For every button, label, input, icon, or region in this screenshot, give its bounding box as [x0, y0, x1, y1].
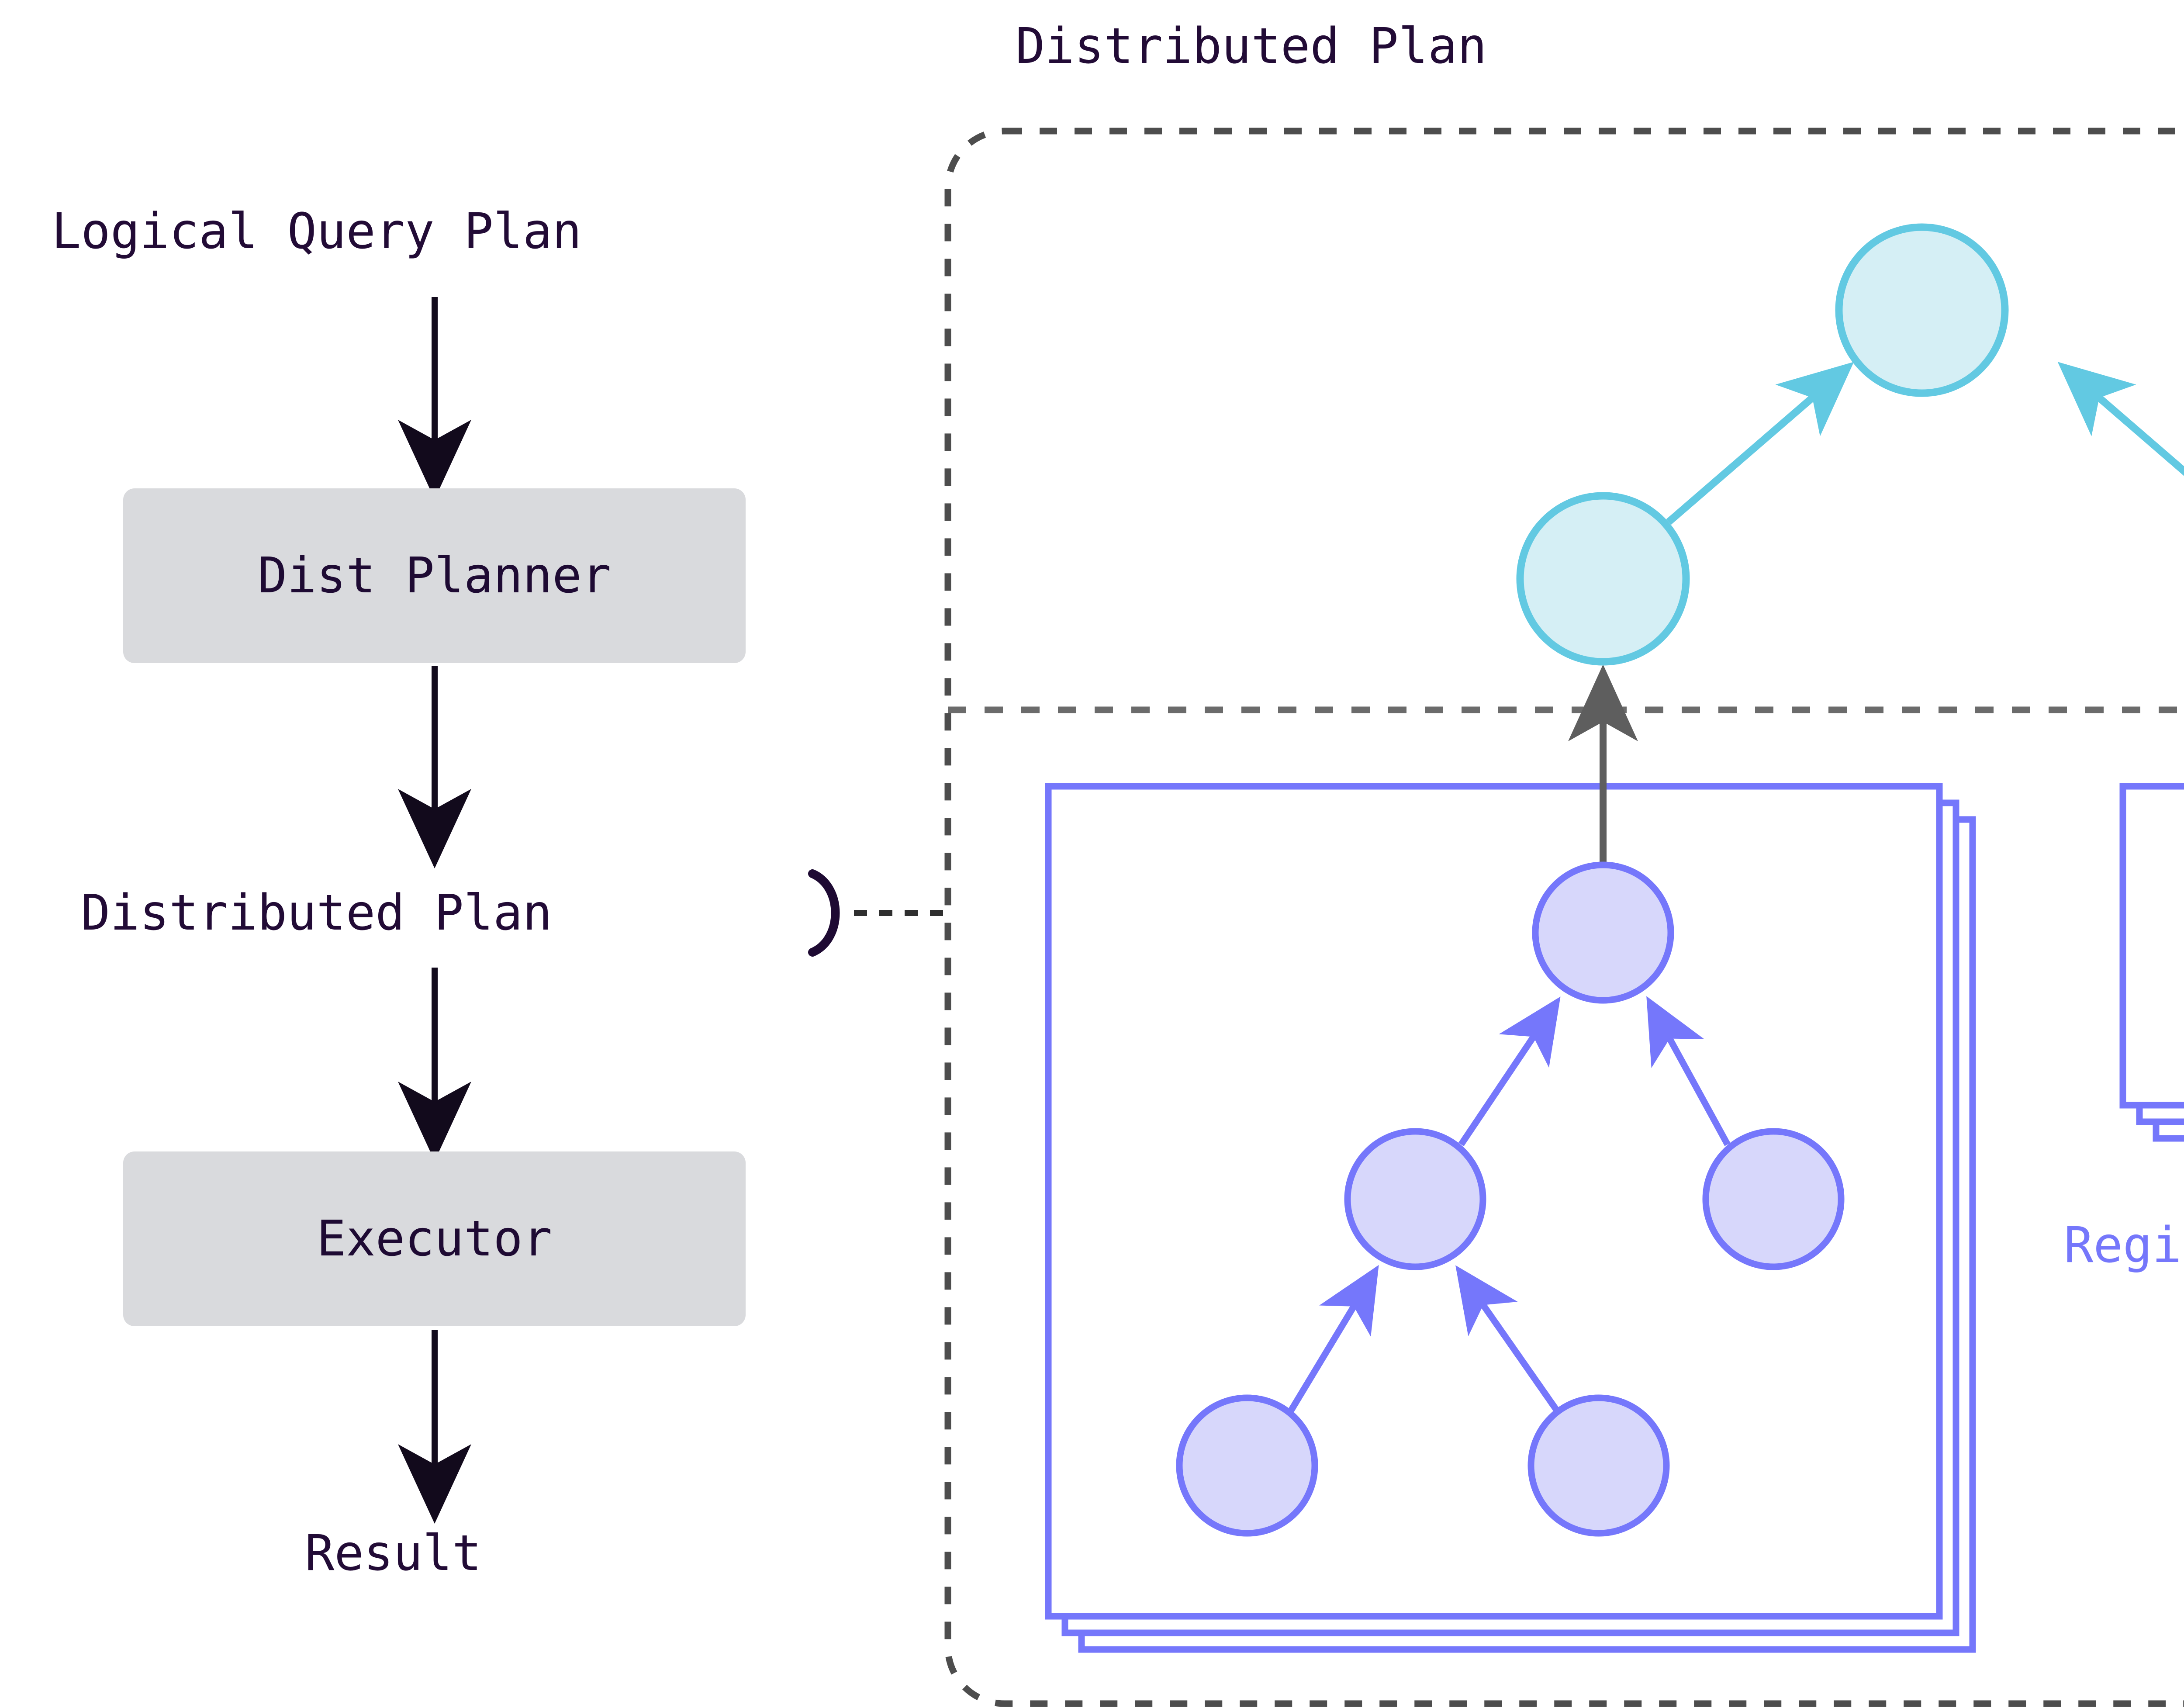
edge-dn-b2-to-m1	[1455, 1265, 1560, 1413]
edge-dn-m1-to-root	[1458, 996, 1561, 1147]
plan-brace-glyph	[808, 869, 840, 957]
cross-stage-arrows	[1568, 664, 1638, 867]
edge-dn-m2-to-root	[1646, 996, 1731, 1146]
datanode-node-left-mid-2[interactable]	[1702, 1128, 1845, 1270]
edge-fe-left-to-root	[1666, 362, 1854, 525]
frontend-edges	[1666, 362, 2184, 525]
edge-fe-right-to-root	[2057, 362, 2184, 476]
result-label: Result	[305, 1525, 482, 1582]
dist-planner-box[interactable]: Dist Planner	[123, 488, 746, 663]
datanode-node-left-root[interactable]	[1532, 861, 1674, 1004]
edge-dn-b1-to-m1	[1288, 1265, 1379, 1413]
frontend-nodes	[1516, 223, 2009, 666]
datanode-left-edges	[1288, 996, 1731, 1413]
regions-label: Regions	[2064, 1217, 2184, 1274]
datanode-nodes	[1176, 861, 1845, 1537]
datanode-node-left-bottom-1[interactable]	[1176, 1394, 1318, 1537]
executor-box[interactable]: Executor	[123, 1151, 746, 1326]
distributed-plan-label: Distributed Plan	[81, 885, 552, 941]
datanode-node-left-bottom-2[interactable]	[1527, 1394, 1670, 1537]
frontend-node-root[interactable]	[1835, 223, 2009, 397]
logical-query-plan-label: Logical Query Plan	[52, 203, 582, 260]
datanode-node-left-mid-1[interactable]	[1344, 1128, 1486, 1270]
region-box-right-1	[2119, 783, 2184, 1109]
distributed-plan-container	[944, 128, 2184, 1707]
distributed-plan-container-title: Distributed Plan	[1016, 18, 1487, 75]
region-stack-right	[2119, 783, 2184, 1142]
frontend-node-left[interactable]	[1516, 492, 1690, 666]
